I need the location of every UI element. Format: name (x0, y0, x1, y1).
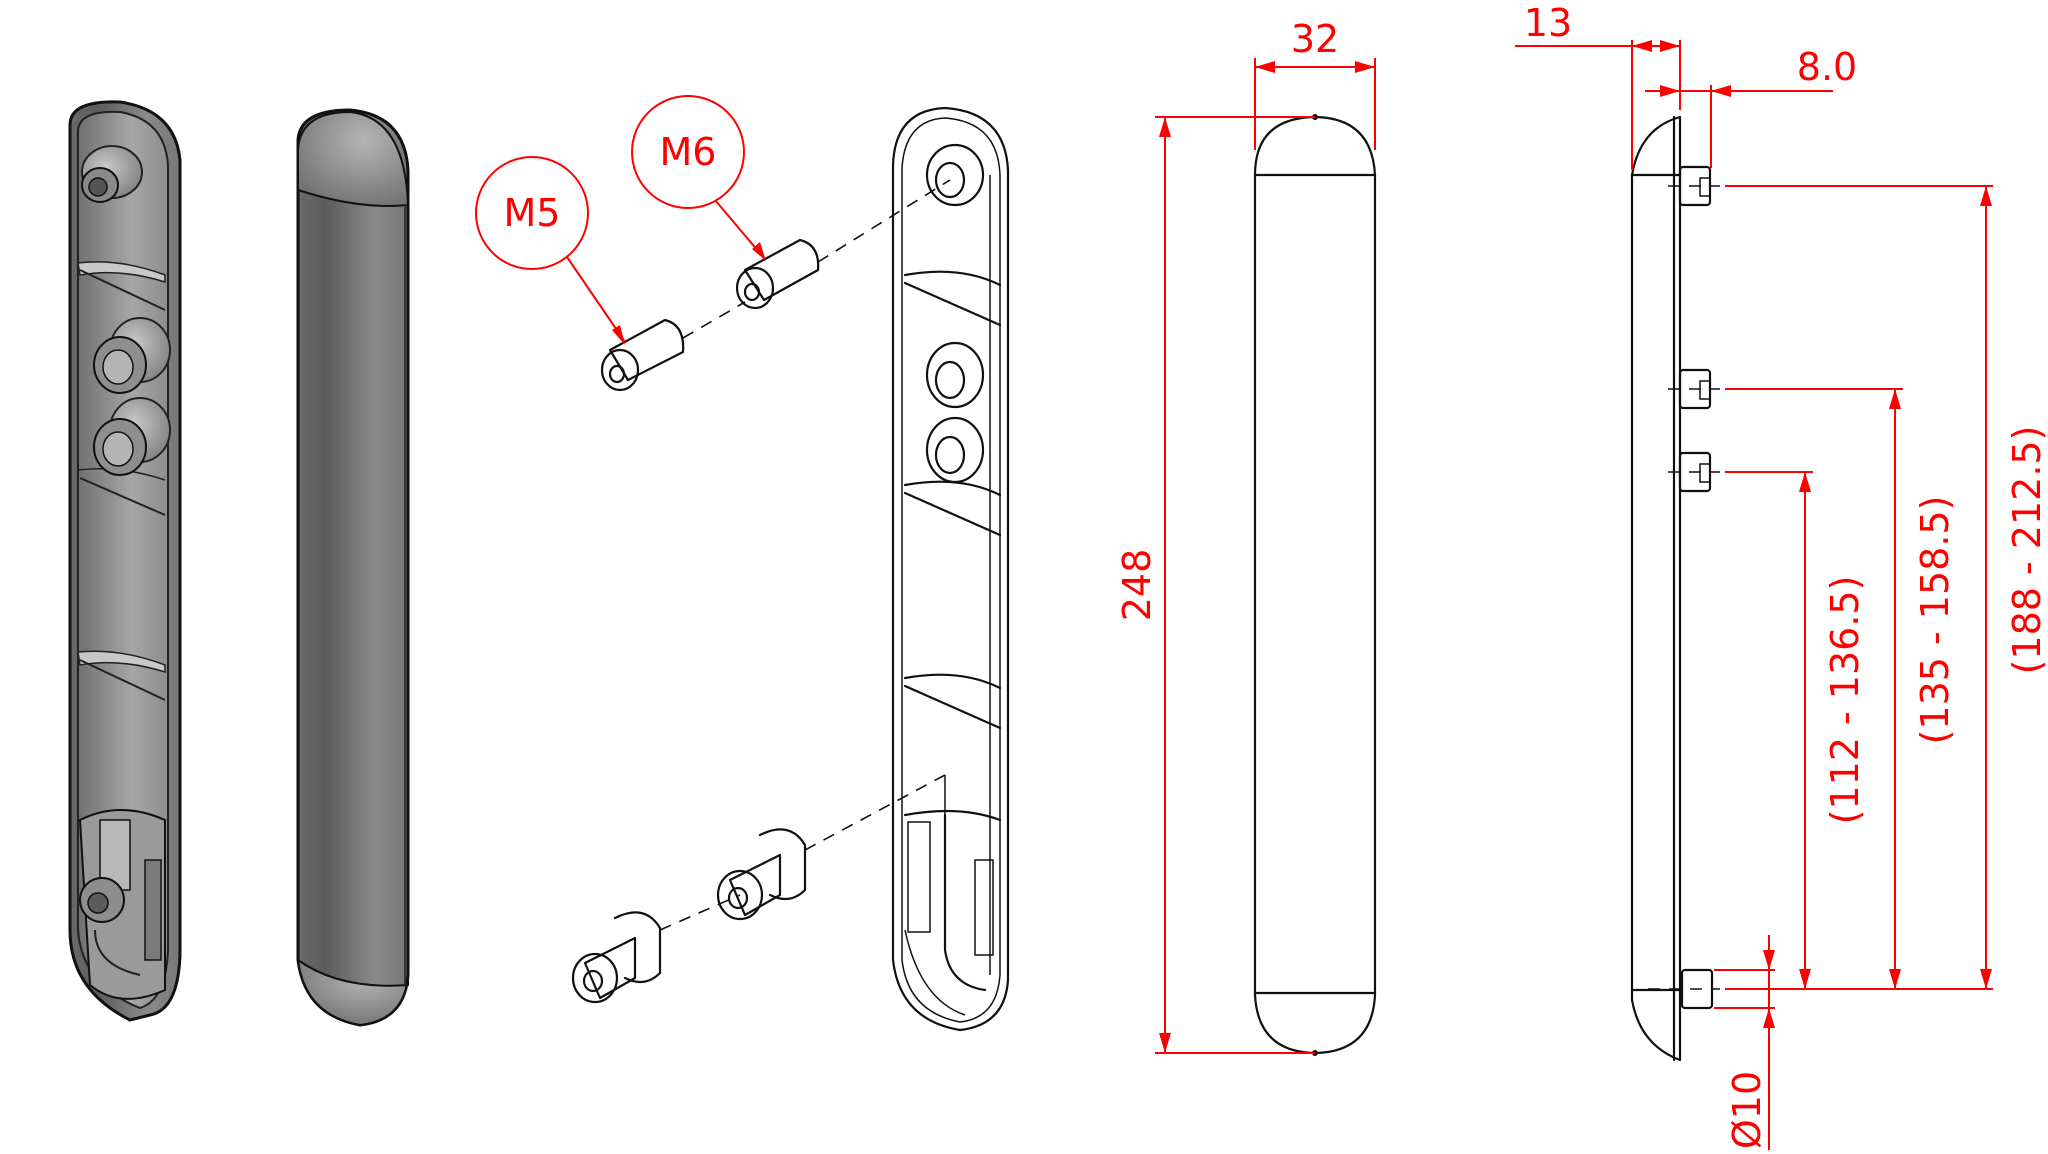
exploded-view: M5 M6 (475, 95, 1010, 1032)
side-orthographic-view: 13 8.0 (112 - 136.5) (135 - 158.5) (1515, 1, 2048, 1150)
dim-depth-text: 13 (1524, 1, 1572, 45)
dim-spacing-small-text: (112 - 136.5) (1823, 576, 1867, 825)
stud-2 (1668, 368, 1720, 410)
top-boss (81, 145, 143, 203)
middle-boss-1 (93, 317, 171, 394)
stud-4 (1648, 968, 1720, 1010)
balloon-m5: M5 (475, 156, 626, 345)
dim-diameter: Ø10 (1714, 935, 1775, 1150)
dim-spacing-small: (112 - 136.5) (1799, 472, 1867, 989)
dim-width: 32 (1254, 17, 1376, 150)
dim-spacing-medium-text: (135 - 158.5) (1913, 496, 1957, 745)
stud-1 (1668, 165, 1720, 207)
dim-length-text: 248 (1115, 549, 1159, 622)
stud-3 (1668, 451, 1720, 493)
iso-back-view (68, 100, 182, 1022)
dim-spacing-large-text: (188 - 212.5) (2005, 426, 2048, 675)
bottom-pocket (78, 809, 166, 1000)
balloon-m6: M6 (631, 95, 766, 261)
dim-protrusion: 8.0 (1645, 45, 1857, 168)
flange-insert-2 (571, 911, 662, 1004)
front-orthographic-view: 32 248 (1115, 17, 1377, 1056)
middle-boss-2 (93, 397, 171, 476)
flange-insert-1 (716, 828, 807, 921)
dim-spacing-large: (188 - 212.5) (1980, 186, 2048, 989)
dim-depth: 13 (1515, 1, 1681, 170)
iso-front-view (296, 108, 410, 1027)
dim-protrusion-text: 8.0 (1797, 45, 1857, 89)
dim-spacing-medium: (135 - 158.5) (1889, 389, 1957, 989)
dim-length: 248 (1115, 116, 1315, 1054)
balloon-m5-text: M5 (504, 191, 561, 235)
m6-insert (735, 238, 820, 310)
m5-insert (600, 318, 685, 392)
dim-width-text: 32 (1291, 17, 1339, 61)
dim-diameter-text: Ø10 (1725, 1071, 1769, 1149)
balloon-m6-text: M6 (660, 130, 717, 174)
